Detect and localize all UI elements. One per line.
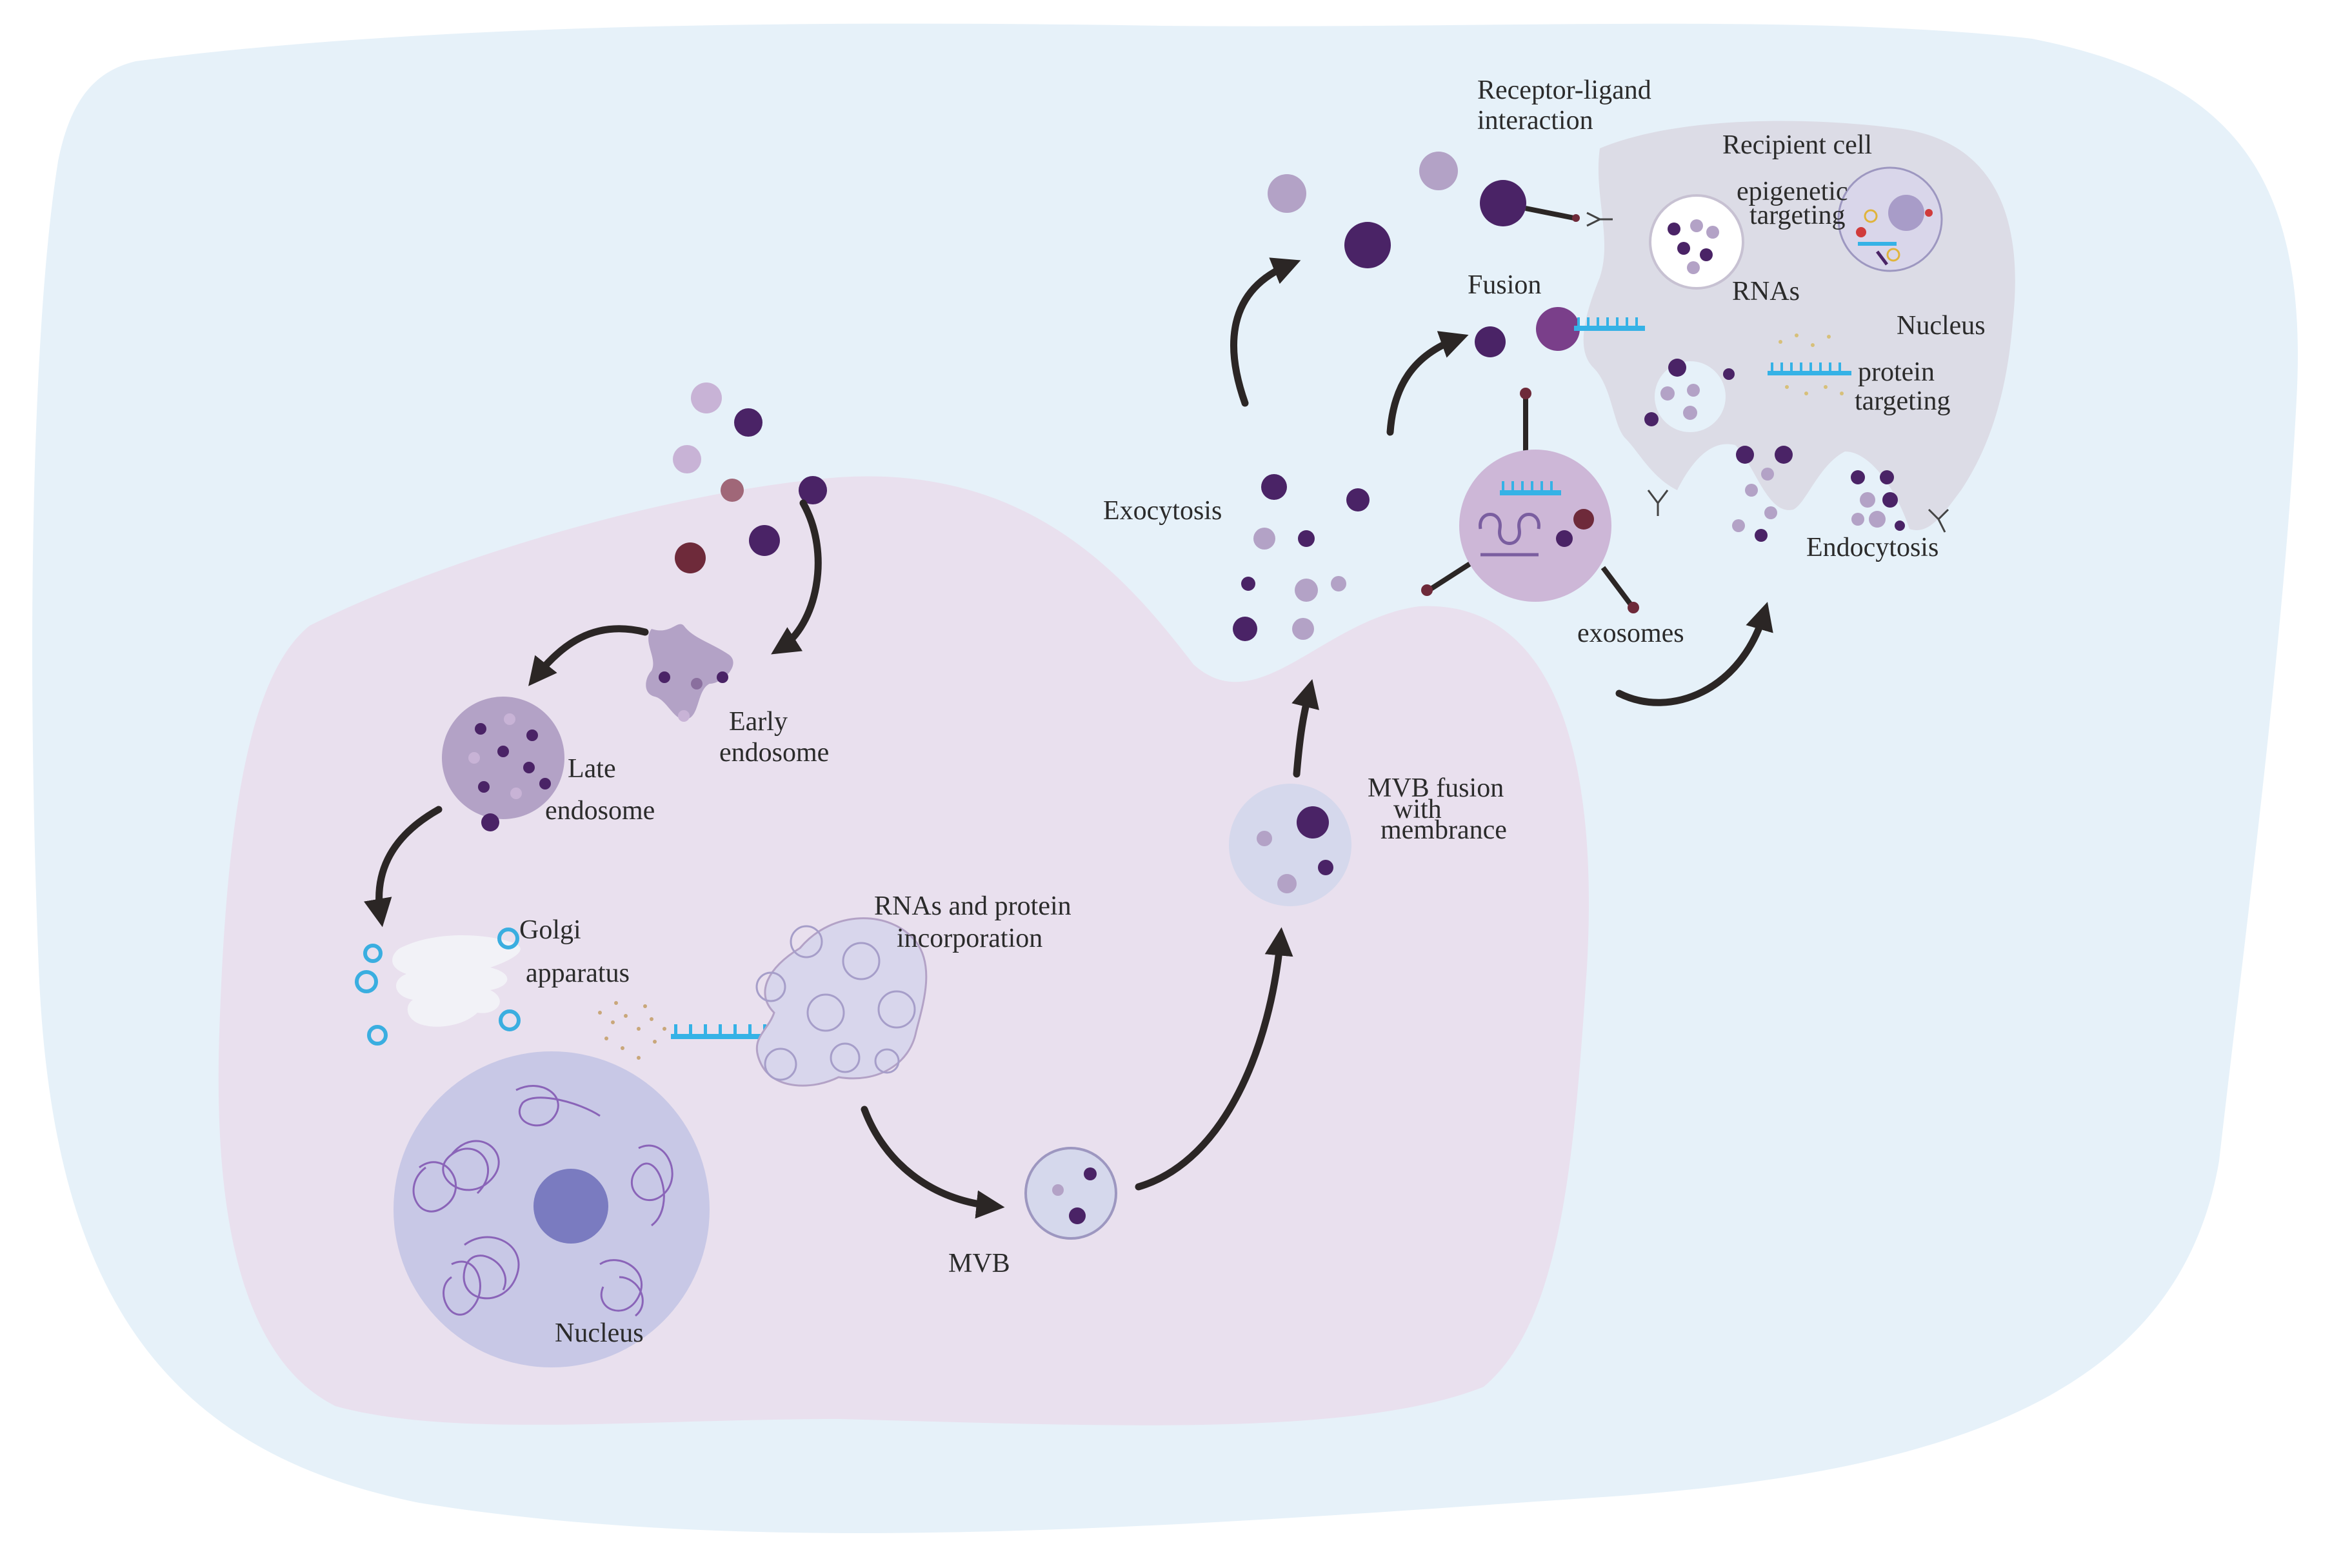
arrow-to-golgi	[363, 806, 443, 928]
early-endosome	[646, 624, 733, 722]
golgi-label-2: apparatus	[526, 958, 630, 988]
protein-cloud	[598, 1001, 666, 1060]
mvb-fusion-body	[1229, 784, 1351, 906]
arrow-fusion-to-membrane	[1291, 679, 1319, 778]
exosomes-label: exosomes	[1577, 619, 1684, 648]
recipient-cell-label: Recipient cell	[1722, 130, 1872, 160]
mvb-fusion-label-3: membrance	[1380, 815, 1507, 845]
exocytosis-vesicles	[1233, 474, 1370, 641]
fusion-label: Fusion	[1468, 270, 1541, 300]
incorporation-body	[755, 917, 928, 1087]
recipient-rna-vesicle	[1649, 194, 1744, 290]
recipient-nucleus	[1837, 166, 1943, 272]
early-endosome-label-2: endosome	[719, 738, 829, 768]
mvb	[1024, 1147, 1117, 1240]
arrow-uptake	[771, 499, 822, 655]
rnas-label: RNAs	[1732, 277, 1800, 306]
labels: Receptor-ligand interaction Recipient ce…	[519, 75, 1986, 1348]
donor-nucleus-label: Nucleus	[555, 1318, 644, 1348]
late-endosome	[442, 697, 564, 831]
arrow-mvb-to-fusion	[1135, 927, 1293, 1191]
mvb-label: MVB	[948, 1249, 1010, 1278]
receptor-ligand-label-1: Receptor-ligand	[1477, 75, 1651, 105]
late-endosome-label-1: Late	[568, 754, 616, 784]
rnas-protein-label-2: incorporation	[897, 924, 1042, 953]
recipient-endocytic-pits	[1644, 359, 1905, 542]
early-endosome-label-1: Early	[729, 707, 788, 737]
receptor-ligand-label-2: interaction	[1477, 106, 1593, 135]
arrow-to-fusion	[1386, 331, 1469, 436]
protein-targeting-label-1: protein	[1858, 357, 1935, 387]
rnas-protein-label-1: RNAs and protein	[874, 891, 1071, 921]
donor-nucleus	[394, 1051, 710, 1367]
pathway-arrows	[363, 257, 1773, 1219]
epigenetic-label-1: epigenetic	[1737, 177, 1848, 206]
exosome-detail	[1421, 388, 1639, 613]
recipient-rna-strands	[1768, 333, 1851, 395]
golgi-apparatus	[355, 928, 521, 1046]
golgi-label-1: Golgi	[519, 915, 581, 945]
released-exosomes	[1268, 152, 1645, 357]
late-endosome-label-2: endosome	[545, 796, 655, 826]
recipient-nucleus-label: Nucleus	[1897, 311, 1986, 341]
protein-targeting-label-2: targeting	[1855, 386, 1951, 416]
mvb-fusion-label-1: MVB fusion	[1368, 773, 1504, 803]
exocytosis-label: Exocytosis	[1103, 496, 1222, 526]
mvb-fusion-label-2: with	[1393, 795, 1442, 824]
arrow-to-endocytosis	[1615, 602, 1773, 706]
arrow-to-mvb	[861, 1106, 1005, 1219]
recipient-receptors	[1586, 212, 1949, 533]
incoming-particles	[673, 382, 827, 573]
arrow-to-late-endosome	[528, 625, 649, 686]
arrow-exocytosis-release	[1230, 257, 1301, 407]
endocytosis-label: Endocytosis	[1806, 533, 1938, 562]
epigenetic-label-2: targeting	[1749, 201, 1846, 230]
